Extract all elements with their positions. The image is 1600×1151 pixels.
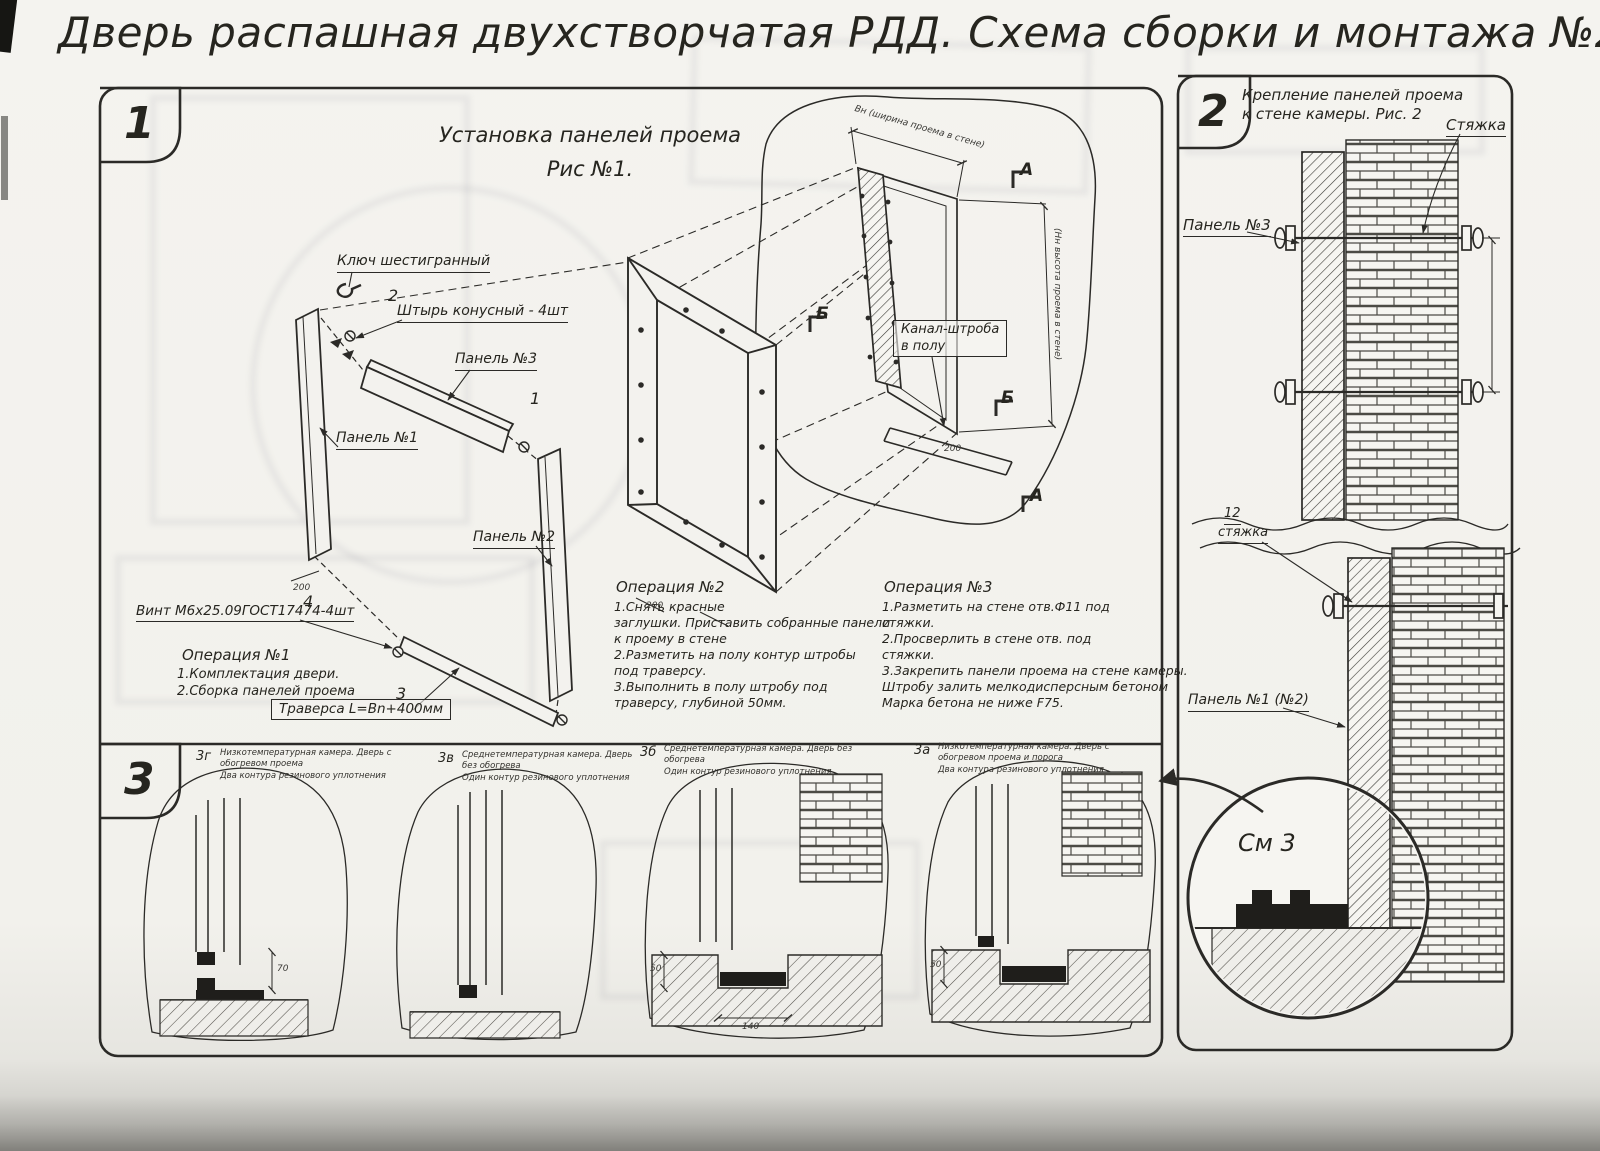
operation1-title: Операция №1: [182, 646, 291, 664]
scan-bottom-band: [0, 1096, 1600, 1151]
projection-lines: [319, 166, 958, 593]
cone-pins: [330, 338, 354, 360]
callout-3: 3: [396, 684, 407, 703]
fig3v-caption: Среднетемпературная камера. Дверь без об…: [462, 750, 633, 783]
callout-1: 1: [530, 389, 541, 408]
operation2-body: 1.Снять красные заглушки. Приставить соб…: [614, 599, 891, 710]
dim-140-fig3b: 140: [742, 1022, 760, 1032]
fig3g-caption: Низкотемпературная камера. Дверь с обогр…: [220, 748, 392, 781]
sill-detail-fig-3b: [644, 762, 889, 1039]
sill-detail-fig-3a: [924, 760, 1156, 1037]
label-panel2: Панель №2: [473, 529, 555, 549]
frame-screw-dots: [638, 307, 765, 560]
label-tie-top: Стяжка: [1446, 116, 1506, 138]
section-marker-b-left: Б: [816, 304, 829, 324]
see-detail-label: См 3: [1238, 829, 1296, 857]
figure1-subtitle: Рис №1.: [546, 157, 634, 181]
figure2-title: Крепление панелей проема к стене камеры.…: [1242, 86, 1464, 124]
dim-200-panel1: 200: [293, 583, 311, 593]
section-marker-a-bottom: А: [1030, 486, 1044, 506]
wall-opening-figure: [754, 95, 1097, 525]
dim-200-frame: 200: [646, 601, 664, 611]
dim-200-wall: 200: [944, 444, 962, 454]
break-line: [1191, 517, 1509, 531]
fig3b-caption: Среднетемпературная камера. Дверь без об…: [664, 744, 853, 777]
tie-bolt-lower: [1322, 593, 1508, 619]
tie-bolt-upper-1: [1274, 225, 1484, 251]
fig3a-caption: Низкотемпературная камера. Дверь с обогр…: [938, 742, 1110, 775]
floor-channel: [883, 427, 1013, 476]
scan-artifact: [1, 116, 8, 200]
assembled-frame-figure: [627, 256, 777, 627]
label-traverse: Траверса L=Bn+400мм: [271, 699, 452, 721]
section-2-number: 2: [1198, 86, 1229, 137]
label-hex-key: Ключ шестигранный: [337, 253, 491, 273]
callout-4: 4: [303, 592, 314, 611]
section-marker-a-top: А: [1020, 160, 1034, 180]
callout-12: 12: [1224, 506, 1241, 525]
hex-key-icon: [336, 282, 362, 298]
label-panel1: Панель №1: [336, 430, 418, 450]
label-screw: Винт М6х25.09ГОСТ17474-4шт: [136, 603, 355, 623]
label-panel3-fig2: Панель №3: [1183, 216, 1271, 238]
fig2-dimension-upper: [1482, 235, 1500, 395]
operation2-title: Операция №2: [616, 578, 725, 596]
sheet-frames: [98, 74, 1514, 1058]
sill-detail-fig-3g: [143, 767, 348, 1042]
label-channel: Канал-штроба в полу: [893, 320, 1008, 358]
sill-detail-fig-3v: [396, 768, 597, 1041]
dim-70-fig3g: 70: [277, 964, 289, 974]
exploded-panels-figure: [290, 282, 573, 728]
label-tie: стяжка: [1218, 525, 1269, 544]
leader-lines: [299, 133, 1461, 728]
fig3v-id: 3в: [438, 751, 454, 766]
sheet-title: Дверь распашная двухстворчатая РДД. Схем…: [58, 8, 1600, 57]
label-panel3: Панель №3: [455, 351, 537, 371]
dim-50-fig3a: 50: [930, 960, 942, 970]
operation3-title: Операция №3: [884, 578, 993, 596]
dim-opening-height: (Нн высота проема в стене): [1052, 228, 1062, 361]
callout-2: 2: [388, 286, 399, 305]
label-panel12: Панель №1 (№2): [1188, 692, 1309, 712]
dim-50-fig3b: 50: [650, 964, 662, 974]
section-3-number: 3: [124, 754, 155, 805]
see-detail-arrow: [1158, 768, 1264, 814]
operation1-body: 1.Комплектация двери. 2.Сборка панелей п…: [177, 667, 355, 699]
figure1-title: Установка панелей проема: [438, 123, 742, 147]
fig3b-id: 3б: [640, 745, 657, 760]
opening-dimensions: [847, 126, 1057, 433]
screw-icons: [344, 330, 568, 726]
section-marker-b-right: Б: [1001, 388, 1014, 408]
fig3a-id: 3а: [914, 743, 931, 758]
label-pin: Штырь конусный - 4шт: [397, 303, 569, 323]
fig3g-id: 3г: [196, 749, 212, 764]
section-flags: [808, 170, 1041, 512]
section-1-number: 1: [124, 98, 155, 149]
operation3-body: 1.Разметить на стене отв.Ф11 под стяжки.…: [882, 599, 1188, 710]
tie-bolt-upper-2: [1274, 379, 1484, 405]
